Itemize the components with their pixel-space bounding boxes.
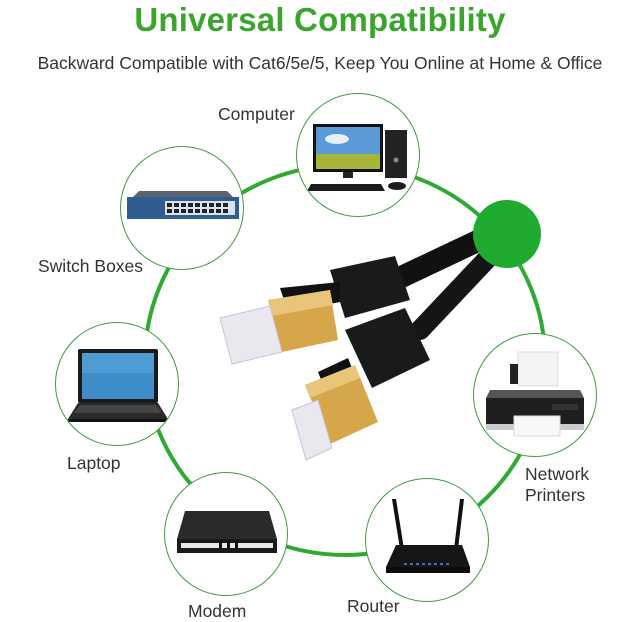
label-network-printers-line2: Printers bbox=[525, 485, 586, 505]
page-title: Universal Compatibility bbox=[134, 1, 506, 38]
page-subtitle: Backward Compatible with Cat6/5e/5, Keep… bbox=[37, 53, 603, 73]
device-router bbox=[365, 478, 489, 602]
device-computer bbox=[296, 93, 420, 217]
label-laptop: Laptop bbox=[67, 453, 121, 473]
laptop-icon bbox=[68, 349, 168, 422]
device-printer bbox=[473, 333, 597, 457]
device-modem bbox=[164, 472, 288, 596]
printer-icon bbox=[486, 351, 584, 437]
device-laptop bbox=[55, 322, 179, 446]
wifi-router-icon bbox=[386, 499, 470, 573]
label-switch-boxes: Switch Boxes bbox=[38, 256, 144, 276]
network-switch-icon bbox=[127, 191, 239, 219]
label-router: Router bbox=[347, 596, 400, 616]
desktop-computer-icon bbox=[307, 124, 407, 191]
label-computer: Computer bbox=[218, 104, 295, 124]
ethernet-cable-icon bbox=[219, 217, 516, 461]
device-switch bbox=[120, 146, 244, 270]
label-modem: Modem bbox=[188, 601, 247, 621]
green-dot-icon bbox=[473, 200, 541, 268]
label-network-printers: Network Printers bbox=[525, 464, 589, 506]
modem-icon bbox=[177, 511, 277, 553]
label-network-printers-line1: Network bbox=[525, 464, 590, 484]
